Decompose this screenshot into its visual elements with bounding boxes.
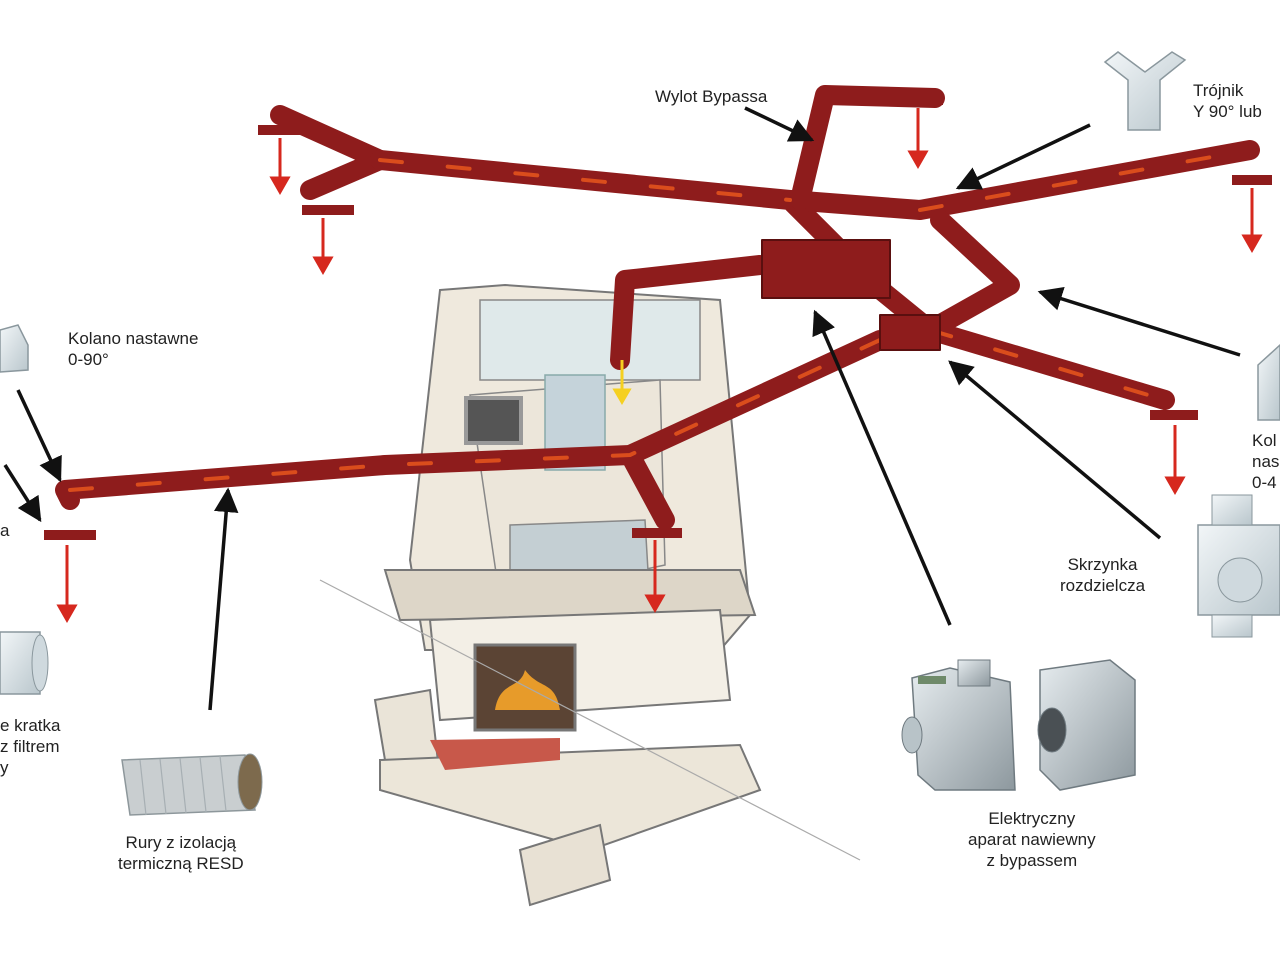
airflow-arrows bbox=[56, 108, 1263, 624]
label-tee-line1: Trójnik bbox=[1193, 81, 1244, 100]
label-bypass-outlet: Wylot Bypassa bbox=[655, 87, 768, 106]
label-grille-line1: e kratka bbox=[0, 716, 61, 735]
label-electric-unit-line1: Elektryczny bbox=[988, 809, 1076, 828]
label-elbow-right-line2: nas bbox=[1252, 452, 1280, 471]
label-tee: Trójnik Y 90° lub bbox=[1193, 80, 1262, 122]
label-insulated-pipes: Rury z izolacją termiczną RESD bbox=[118, 832, 244, 874]
label-distribution-box-line2: rozdzielcza bbox=[1060, 576, 1146, 595]
distribution-box-lower bbox=[879, 314, 941, 351]
duct-network bbox=[44, 85, 1272, 540]
label-elbow-right-line1: Kol bbox=[1252, 431, 1277, 450]
label-distribution-box: Skrzynka rozdzielcza bbox=[1060, 554, 1145, 596]
label-insulated-pipes-line2: termiczną RESD bbox=[118, 854, 244, 873]
label-adjustable-elbow-line1: Kolano nastawne bbox=[68, 329, 199, 348]
distribution-box-upper bbox=[761, 239, 891, 299]
insulated-flexible-pipe bbox=[121, 753, 263, 816]
adjustable-elbow-right bbox=[1257, 343, 1280, 421]
adjustable-elbow-left bbox=[0, 324, 29, 373]
y-tee-fitting bbox=[1103, 51, 1187, 131]
label-electric-unit: Elektryczny aparat nawiewny z bypassem bbox=[968, 808, 1096, 871]
label-adjustable-elbow: Kolano nastawne 0-90° bbox=[68, 328, 198, 370]
distribution-box-fitting bbox=[1197, 494, 1280, 638]
label-electric-unit-line2: aparat nawiewny bbox=[968, 830, 1096, 849]
label-adjustable-elbow-line2: 0-90° bbox=[68, 350, 109, 369]
label-distribution-box-line1: Skrzynka bbox=[1067, 555, 1138, 574]
label-insulated-pipes-line1: Rury z izolacją bbox=[125, 833, 237, 852]
electric-supply-unit bbox=[901, 659, 1136, 791]
pointer-arrows bbox=[3, 106, 1241, 711]
fireplace bbox=[319, 283, 861, 907]
label-electric-unit-line3: z bypassem bbox=[986, 851, 1078, 870]
label-grille-line2: z filtrem bbox=[0, 737, 60, 756]
label-grille-partial: e kratka z filtrem y bbox=[0, 715, 60, 778]
label-left-partial: a bbox=[0, 521, 10, 540]
filter-grille-fitting bbox=[0, 631, 49, 695]
label-grille-line3: y bbox=[0, 758, 9, 777]
label-tee-line2: Y 90° lub bbox=[1193, 102, 1262, 121]
label-elbow-right-line3: 0-4 bbox=[1252, 473, 1277, 492]
label-elbow-right-partial: Kol nas 0-4 bbox=[1252, 430, 1279, 493]
